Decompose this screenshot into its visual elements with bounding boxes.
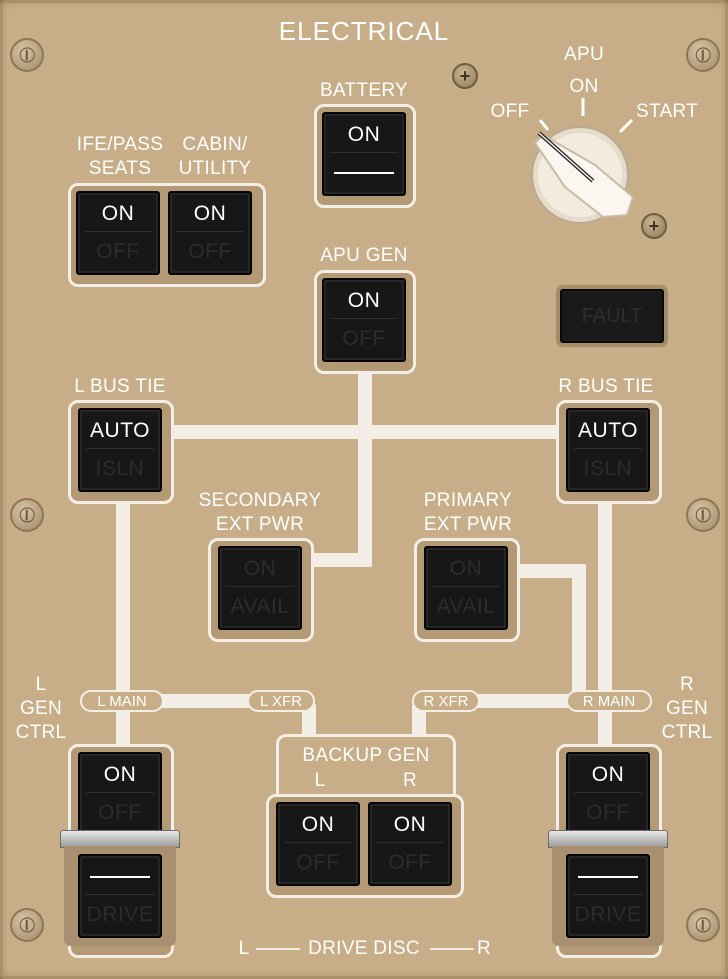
primary-ext-pwr-avail-legend: AVAIL [436, 595, 496, 618]
l-drive-disc-switch[interactable]: DRIVE [78, 854, 162, 938]
l-gen-ctrl-on-legend: ON [86, 758, 154, 793]
primary-ext-pwr-on-legend: ON [432, 552, 500, 587]
drive-disc-label: DRIVE DISC [308, 938, 420, 959]
cabin-utility-switch[interactable]: ON OFF [168, 191, 252, 275]
apu-gen-label: APU GEN [320, 245, 408, 266]
ife-pass-seats-label-line1: IFE/PASS [76, 134, 164, 155]
l-main-tag: L MAIN [80, 690, 164, 712]
primary-ext-pwr-switch[interactable]: ON AVAIL [424, 546, 508, 630]
r-drive-disc-drive-legend: DRIVE [574, 903, 642, 926]
drive-disc-l-label: L [238, 938, 250, 959]
ife-pass-seats-label-line2: SEATS [88, 158, 152, 179]
l-gen-ctrl-label-line3: CTRL [15, 722, 67, 743]
r-drive-disc-bar-legend [574, 860, 642, 895]
backup-gen-r-off-legend: OFF [388, 851, 432, 874]
battery-on-legend: ON [330, 118, 398, 153]
cabin-utility-label-line2: UTILITY [178, 158, 252, 179]
primary-ext-down-wire [572, 564, 586, 698]
battery-bar-legend [330, 156, 398, 190]
l-xfr-tag: L XFR [247, 690, 315, 712]
l-drive-disc-bar-legend [86, 860, 154, 895]
r-bus-tie-auto-legend: AUTO [574, 414, 642, 449]
backup-gen-r-label: R [402, 770, 418, 791]
l-bus-tie-label: L BUS TIE [74, 376, 166, 397]
battery-switch[interactable]: ON [322, 112, 406, 196]
l-bus-tie-switch[interactable]: AUTO ISLN [78, 408, 162, 492]
r-gen-ctrl-label-line2: GEN [665, 698, 709, 719]
tie-bus-wire [172, 425, 562, 439]
ife-pass-seats-off-legend: OFF [96, 240, 140, 263]
r-bus-tie-isln-legend: ISLN [583, 457, 633, 480]
panel-screw-icon: ⦶ [686, 38, 720, 72]
r-drive-disc-switch[interactable]: DRIVE [566, 854, 650, 938]
r-xfr-tag: R XFR [412, 690, 480, 712]
l-drive-disc-drive-legend: DRIVE [86, 903, 154, 926]
l-bus-tie-auto-legend: AUTO [86, 414, 154, 449]
apu-selector-knob[interactable] [525, 125, 645, 225]
primary-ext-pwr-label-line2: EXT PWR [423, 514, 513, 535]
r-gen-ctrl-on-legend: ON [574, 758, 642, 793]
backup-gen-r-on-legend: ON [376, 808, 444, 843]
secondary-ext-pwr-avail-legend: AVAIL [230, 595, 290, 618]
secondary-ext-wire [307, 553, 372, 567]
backup-gen-l-off-legend: OFF [296, 851, 340, 874]
primary-ext-pwr-label-line1: PRIMARY [423, 490, 513, 511]
drive-disc-r-label: R [476, 938, 492, 959]
panel-screw-icon: ⦶ [686, 908, 720, 942]
drive-disc-right-line [430, 948, 474, 950]
battery-label: BATTERY [320, 80, 408, 101]
backup-gen-l-on-legend: ON [284, 808, 352, 843]
panel-screw-icon: ⦶ [10, 498, 44, 532]
l-gen-ctrl-label-line1: L [35, 674, 47, 695]
l-bus-tie-isln-legend: ISLN [95, 457, 145, 480]
panel-screw-icon: ⦶ [686, 498, 720, 532]
apu-gen-switch[interactable]: ON OFF [322, 278, 406, 362]
r-bus-tie-label: R BUS TIE [558, 376, 654, 397]
panel-screw-icon: ⦶ [10, 908, 44, 942]
ife-pass-seats-switch[interactable]: ON OFF [76, 191, 160, 275]
r-gen-ctrl-off-legend: OFF [586, 801, 630, 824]
apu-label: APU [564, 44, 604, 65]
apu-gen-wire [358, 362, 372, 562]
cabin-utility-off-legend: OFF [188, 240, 232, 263]
cabin-utility-label-line1: CABIN/ [182, 134, 248, 155]
apu-on-label: ON [569, 76, 599, 97]
right-bus-wire [598, 498, 612, 746]
backup-gen-l-switch[interactable]: ON OFF [276, 802, 360, 886]
panel-title: ELECTRICAL [278, 16, 450, 46]
r-main-tag: R MAIN [566, 690, 652, 712]
secondary-ext-pwr-label-line2: EXT PWR [215, 514, 305, 535]
drive-disc-left-line [256, 948, 300, 950]
bolt-icon: + [641, 213, 667, 239]
secondary-ext-pwr-switch[interactable]: ON AVAIL [218, 546, 302, 630]
l-gen-ctrl-switch[interactable]: ON OFF [78, 752, 162, 836]
apu-off-label: OFF [490, 101, 530, 122]
apu-gen-off-legend: OFF [342, 327, 386, 350]
primary-ext-wire [513, 564, 578, 578]
secondary-ext-pwr-on-legend: ON [226, 552, 294, 587]
l-gen-ctrl-label-line2: GEN [19, 698, 63, 719]
r-bus-tie-switch[interactable]: AUTO ISLN [566, 408, 650, 492]
apu-gen-on-legend: ON [330, 284, 398, 319]
secondary-ext-pwr-label-line1: SECONDARY [198, 490, 322, 511]
apu-start-label: START [635, 101, 699, 122]
r-xfr-main-wire [465, 694, 585, 708]
r-gen-ctrl-label-line3: CTRL [661, 722, 713, 743]
l-gen-ctrl-off-legend: OFF [98, 801, 142, 824]
r-gen-ctrl-label-line1: R [679, 674, 695, 695]
l-main-xfr-wire [150, 694, 260, 708]
backup-gen-r-switch[interactable]: ON OFF [368, 802, 452, 886]
backup-gen-l-label: L [314, 770, 326, 791]
backup-gen-label: BACKUP GEN [302, 745, 430, 766]
cabin-utility-on-legend: ON [176, 197, 244, 232]
bolt-icon: + [452, 63, 478, 89]
left-bus-wire [116, 498, 130, 746]
r-gen-ctrl-switch[interactable]: ON OFF [566, 752, 650, 836]
panel-screw-icon: ⦶ [10, 38, 44, 72]
apu-fault-light: FAULT [560, 289, 664, 343]
ife-pass-seats-on-legend: ON [84, 197, 152, 232]
